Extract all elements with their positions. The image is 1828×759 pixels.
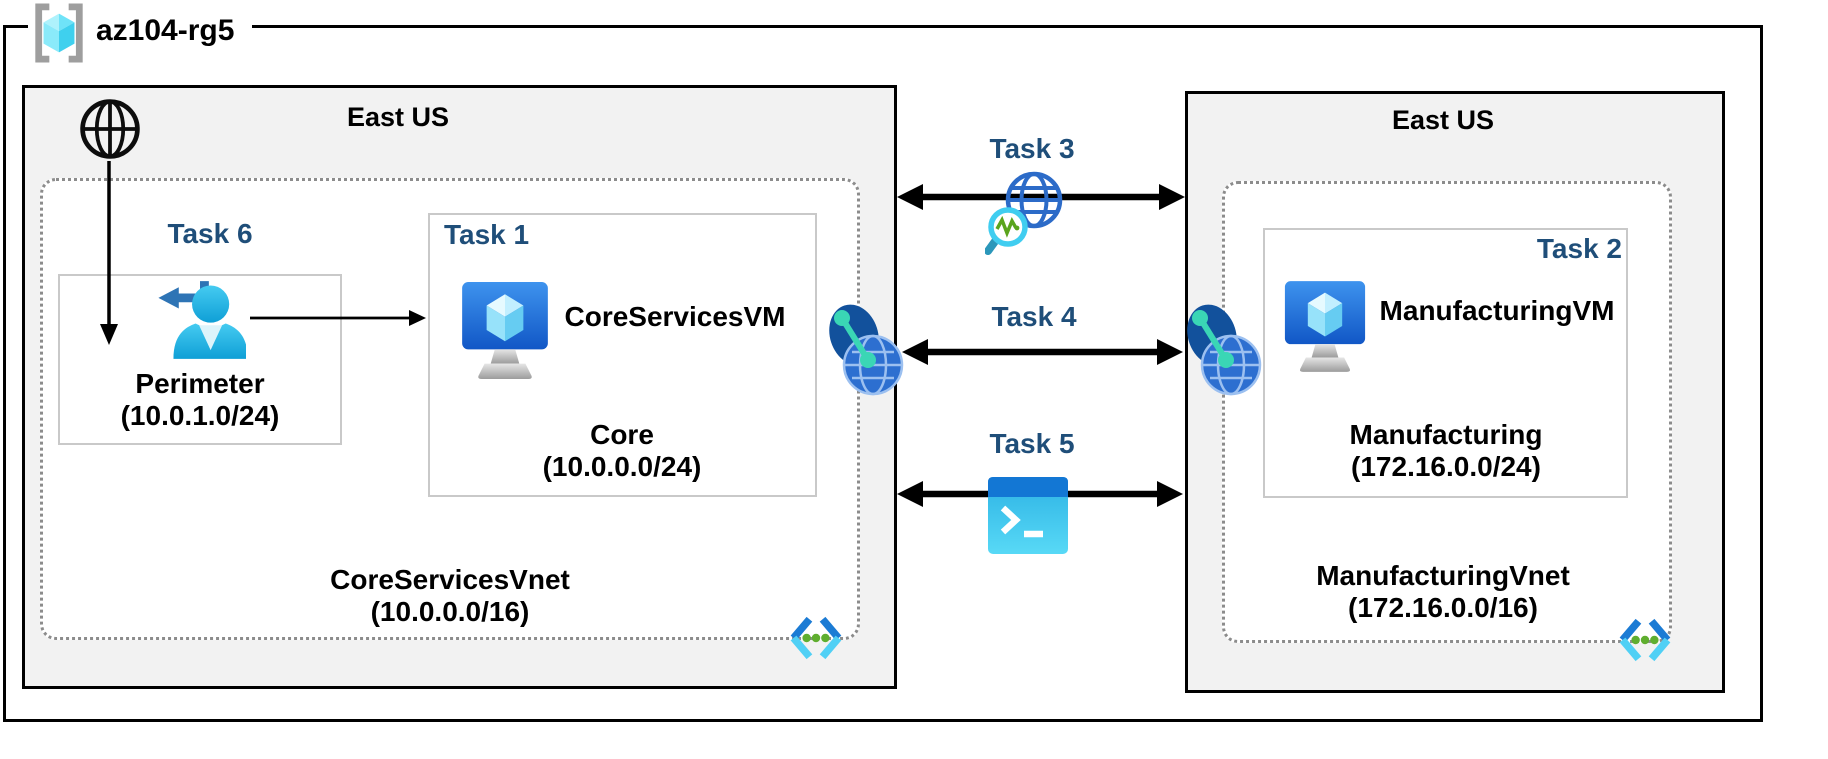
core-subnet-box [428, 213, 817, 497]
region-right-location: East US [1391, 105, 1495, 135]
task3-label: Task 3 [989, 133, 1075, 164]
perimeter-subnet-cidr: (10.0.1.0/24) [120, 400, 280, 431]
core-subnet-name: Core [590, 419, 654, 450]
core-subnet-cidr: (10.0.0.0/24) [542, 451, 702, 482]
task6-label: Task 6 [167, 218, 253, 249]
coreservices-vnet-cidr: (10.0.0.0/16) [370, 596, 530, 627]
task4-label: Task 4 [991, 301, 1077, 332]
resource-group-frame [3, 25, 1763, 722]
perimeter-to-core-arrow [250, 310, 426, 326]
region-left-location: East US [346, 102, 450, 132]
task3-arrow [897, 184, 1185, 210]
manufacturing-vnet-name: ManufacturingVnet [1316, 560, 1570, 591]
internet-down-arrow [100, 161, 118, 345]
task1-label: Task 1 [444, 219, 530, 250]
task5-label: Task 5 [989, 428, 1075, 459]
manufacturing-subnet-cidr: (172.16.0.0/24) [1351, 451, 1541, 482]
coreservices-vnet-name: CoreServicesVnet [330, 564, 570, 595]
task2-label: Task 2 [1536, 233, 1622, 264]
manufacturing-subnet-name: Manufacturing [1349, 419, 1543, 450]
coreservices-vm-name: CoreServicesVM [564, 301, 786, 332]
task4-arrow [902, 339, 1183, 365]
task5-arrow [897, 481, 1183, 507]
manufacturing-vm-name: ManufacturingVM [1379, 295, 1615, 326]
manufacturing-vnet-cidr: (172.16.0.0/16) [1348, 592, 1538, 623]
resource-group-name: az104-rg5 [96, 14, 235, 47]
frame-title-gap [28, 21, 252, 33]
perimeter-subnet-name: Perimeter [135, 368, 265, 399]
